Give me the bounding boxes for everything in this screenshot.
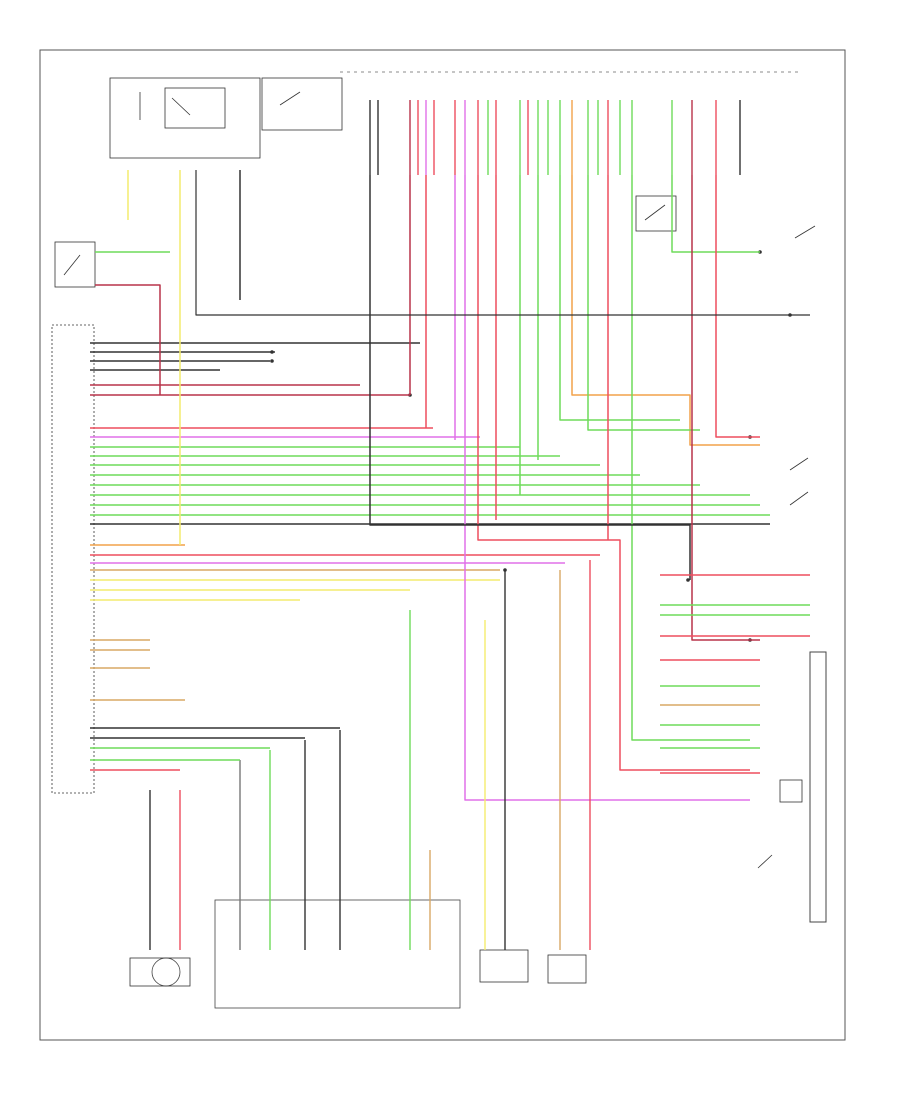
left-sensor-box xyxy=(54,241,96,288)
right-switch-1 xyxy=(794,225,816,239)
ignition-contact xyxy=(279,91,301,106)
harness-drop xyxy=(587,175,700,431)
left-sensor-contact xyxy=(63,254,81,276)
right-switch-2 xyxy=(789,457,809,471)
relay-contact xyxy=(171,97,191,116)
harness-drop xyxy=(477,175,750,771)
ignition-switch-box xyxy=(261,77,343,131)
harness-drop xyxy=(571,175,760,446)
range-switch-inner xyxy=(779,779,803,803)
throttle-sensor-box xyxy=(479,949,529,983)
junction-dot xyxy=(270,359,274,363)
relay-box xyxy=(109,77,261,159)
solenoid-block xyxy=(214,899,461,1009)
harness-drop xyxy=(631,175,750,741)
range-switch-bar xyxy=(809,651,827,923)
harness-drop xyxy=(715,175,760,438)
harness-drop xyxy=(671,175,760,253)
ecm-box xyxy=(51,324,95,794)
harness-drop xyxy=(464,175,750,801)
diagram-border xyxy=(39,49,846,1041)
vertical-harness xyxy=(369,100,741,175)
sensor-wire xyxy=(95,284,161,395)
harness-drop xyxy=(369,175,691,580)
fluid-temp-sensor xyxy=(547,954,587,984)
wire-harness xyxy=(90,170,810,950)
junction-dot xyxy=(686,578,690,582)
ground-bus xyxy=(195,170,810,316)
harness-drop xyxy=(559,175,680,421)
speed-sensor-box xyxy=(129,957,191,987)
junction-dots xyxy=(270,250,792,642)
harness-drop xyxy=(691,175,760,641)
relay-inner xyxy=(164,87,226,129)
bottom-right-switch xyxy=(757,854,773,869)
speed-sensor-icon xyxy=(151,957,181,987)
stop-lamp-contact xyxy=(644,204,666,221)
right-switch-3 xyxy=(789,491,809,506)
stop-lamp-switch xyxy=(635,195,677,232)
